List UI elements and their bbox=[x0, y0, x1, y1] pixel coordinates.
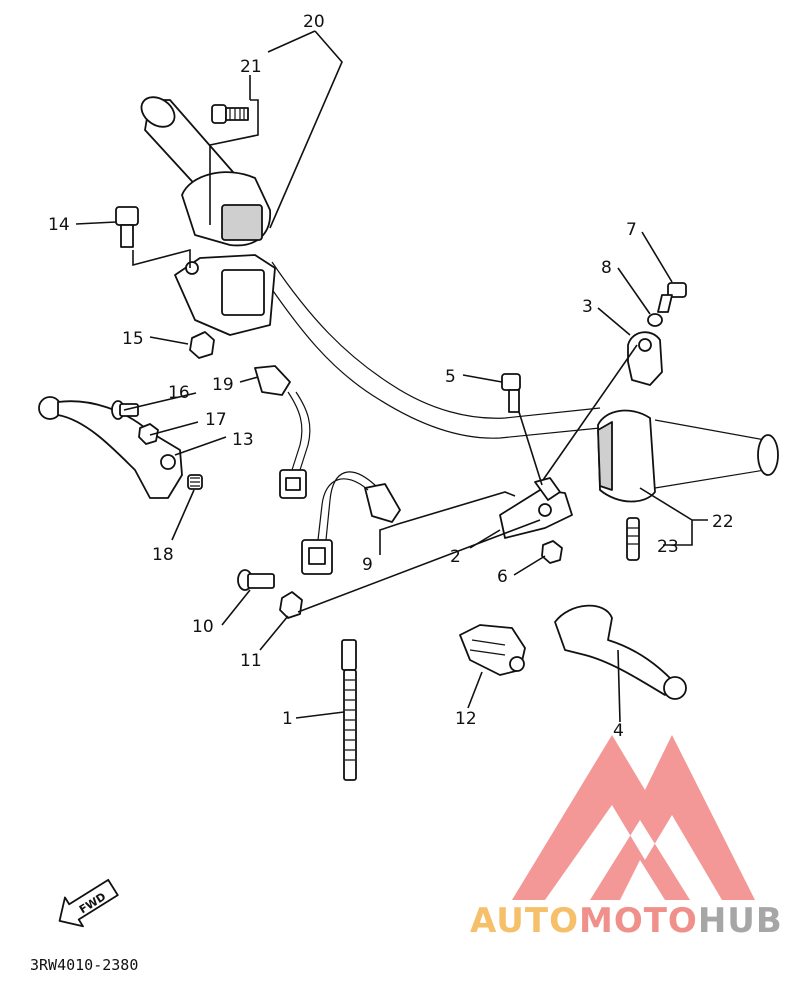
bolt-10 bbox=[237, 569, 275, 591]
bolt-14 bbox=[115, 206, 139, 248]
watermark-triangle-mark bbox=[512, 735, 755, 900]
watermark-logo bbox=[512, 735, 755, 900]
cable-tie-1 bbox=[341, 639, 357, 781]
left-switch-assembly bbox=[174, 171, 276, 336]
bolt-7 bbox=[657, 282, 687, 313]
right-switch-22 bbox=[597, 409, 656, 503]
bolt-5 bbox=[501, 373, 521, 413]
part-label-7: 7 bbox=[626, 220, 637, 240]
part-label-3: 3 bbox=[582, 297, 593, 317]
watermark-text-hub: HUB bbox=[698, 901, 783, 941]
part-label-22: 22 bbox=[712, 512, 734, 532]
part-label-21: 21 bbox=[240, 57, 262, 77]
part-label-8: 8 bbox=[601, 258, 612, 278]
part-label-2: 2 bbox=[450, 547, 461, 567]
part-label-11: 11 bbox=[240, 651, 262, 671]
watermark-text-auto: AUTO bbox=[470, 901, 579, 941]
nut-17 bbox=[138, 423, 159, 445]
part-label-17: 17 bbox=[205, 410, 227, 430]
fwd-arrow: FWD bbox=[58, 878, 119, 928]
part-label-16: 16 bbox=[168, 383, 190, 403]
clutch-lever bbox=[38, 396, 183, 499]
brake-lever-4 bbox=[554, 604, 687, 700]
bolt-21 bbox=[211, 104, 249, 124]
part-label-1: 1 bbox=[282, 709, 293, 729]
part-label-20: 20 bbox=[303, 12, 325, 32]
part-label-19: 19 bbox=[212, 375, 234, 395]
nut-15 bbox=[189, 331, 215, 359]
part-label-6: 6 bbox=[497, 567, 508, 587]
screw-23 bbox=[626, 517, 640, 561]
part-label-12: 12 bbox=[455, 709, 477, 729]
part-label-23: 23 bbox=[657, 537, 679, 557]
part-label-4: 4 bbox=[613, 721, 624, 741]
leader-lines bbox=[75, 30, 708, 723]
part-labels: 20 21 14 7 8 3 15 5 19 16 17 13 22 23 2 … bbox=[48, 12, 734, 741]
holder-12 bbox=[459, 624, 526, 676]
part-label-5: 5 bbox=[445, 367, 456, 387]
part-label-9: 9 bbox=[362, 555, 373, 575]
watermark-text: AUTOMOTOHUB bbox=[470, 901, 783, 941]
part-label-15: 15 bbox=[122, 329, 144, 349]
nut-6 bbox=[541, 540, 563, 564]
brake-switch-9 bbox=[301, 471, 401, 575]
clutch-switch-19 bbox=[254, 365, 311, 499]
washer-8 bbox=[647, 313, 663, 327]
watermark-text-moto: MOTO bbox=[579, 901, 698, 941]
screw-18 bbox=[187, 474, 203, 490]
part-label-14: 14 bbox=[48, 215, 70, 235]
part-label-18: 18 bbox=[152, 545, 174, 565]
diagram-code: 3RW4010-2380 bbox=[30, 956, 138, 974]
part-label-13: 13 bbox=[232, 430, 254, 450]
nut-11 bbox=[279, 591, 303, 619]
bracket-2 bbox=[499, 477, 573, 539]
holder-3 bbox=[627, 331, 663, 386]
part-label-10: 10 bbox=[192, 617, 214, 637]
